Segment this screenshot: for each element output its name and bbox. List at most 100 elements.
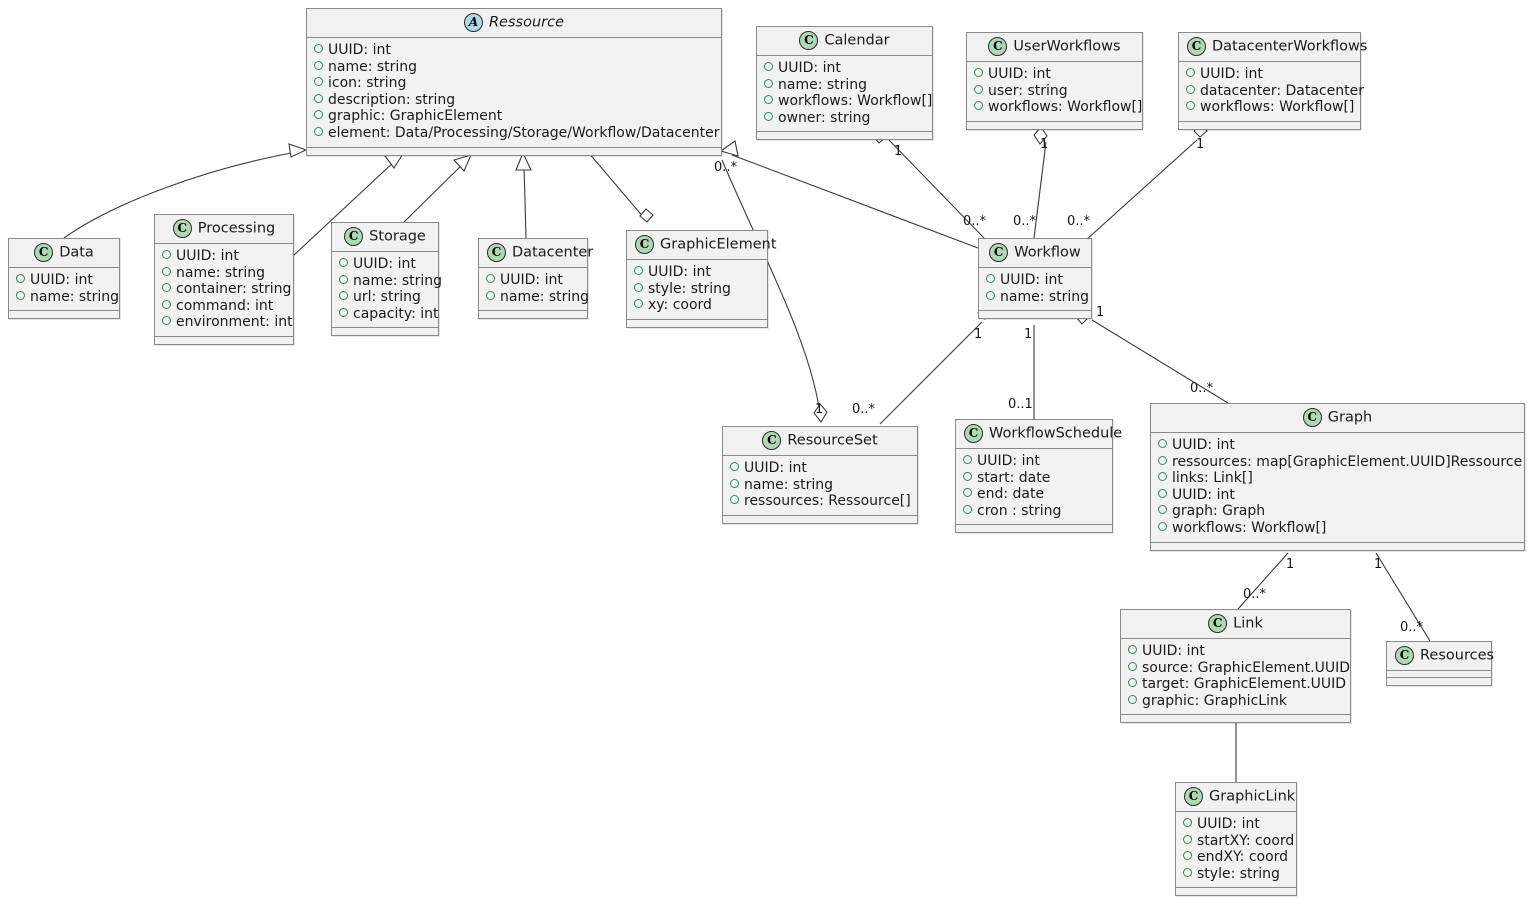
public-visibility-icon [986,274,995,283]
class-name-resourceset: ResourceSet [787,432,878,449]
public-visibility-icon [339,291,348,301]
attribute-row: UUID: int [985,272,1085,289]
attribute-label: source: GraphicElement.UUID [1142,659,1351,676]
public-visibility-icon [1128,694,1137,704]
attribute-row: name: string [985,289,1089,306]
class-name-ressource: Ressource [488,14,565,31]
attribute-label: startXY: coord [1197,832,1295,849]
public-visibility-icon [486,290,495,300]
class-methods-compartment-graph [1151,542,1524,550]
multiplicity-label-m-link-0n: 0..* [1243,587,1267,602]
multiplicity-label-m-sched-01: 0..1 [1008,397,1033,412]
attribute-row: command: int [161,298,287,315]
public-visibility-icon [1158,521,1167,531]
class-icon: C [635,235,654,254]
public-visibility-icon [1186,84,1195,94]
attribute-row: UUID: int [1157,487,1518,504]
attribute-row: target: GraphicElement.UUID [1127,676,1346,693]
multiplicity-label-m-workflow-graph-1: 1 [1096,305,1105,320]
public-visibility-icon [764,78,773,88]
class-methods-compartment-link [1121,715,1350,723]
attribute-label: UUID: int [328,42,391,58]
public-visibility-icon [1183,851,1192,861]
class-icon: C [762,431,782,450]
class-icon: C [1395,646,1414,665]
public-visibility-icon [963,471,972,481]
public-visibility-icon [730,462,739,471]
class-name-workflow: Workflow [1014,244,1081,261]
edge-datacenterworkflows-workflow [1086,124,1207,240]
attribute-row: container: string [161,281,291,298]
attribute-row: UUID: int [1182,816,1290,833]
class-name-link: Link [1233,615,1263,632]
public-visibility-icon [314,44,323,53]
attribute-label: UUID: int [1197,816,1260,832]
attribute-label: workflows: Workflow[] [1172,519,1327,536]
class-methods-compartment-storage [332,328,438,336]
attribute-row: owner: string [763,110,926,127]
attribute-label: capacity: int [353,305,439,322]
edge-datacenter-ressource [516,153,531,238]
attribute-row: name: string [15,289,119,306]
attribute-row: name: string [485,289,589,306]
attribute-label: UUID: int [977,453,1040,469]
attribute-label: UUID: int [500,272,563,288]
public-visibility-icon [162,250,171,259]
attribute-label: links: Link[] [1172,470,1253,487]
attribute-row: UUID: int [15,272,113,289]
class-icon: C [1302,408,1322,427]
public-visibility-icon [339,307,348,317]
multiplicity-label-m-userworkflows-1: 1 [1040,137,1049,152]
class-attributes-resources [1387,671,1491,678]
attribute-row: name: string [161,265,287,282]
public-visibility-icon [1186,68,1195,77]
attribute-row: workflows: Workflow[] [973,99,1142,116]
attribute-label: ressources: Ressource[] [744,493,911,510]
attribute-label: workflows: Workflow[] [778,93,933,110]
attribute-label: graphic: GraphicLink [1142,692,1287,709]
attribute-row: UUID: int [763,60,926,77]
public-visibility-icon [634,282,643,292]
attribute-row: UUID: int [161,248,287,265]
public-visibility-icon [730,478,739,488]
attribute-label: name: string [500,288,590,305]
multiplicity-label-m-rset-1: 1 [815,402,824,417]
public-visibility-icon [162,299,171,309]
public-visibility-icon [730,495,739,505]
class-name-datacenter: Datacenter [512,244,594,261]
attribute-label: start: date [977,469,1051,486]
public-visibility-icon [634,299,643,309]
public-visibility-icon [634,266,643,275]
attribute-label: end: date [977,486,1045,503]
attribute-label: cron : string [977,502,1062,519]
public-visibility-icon [764,111,773,121]
